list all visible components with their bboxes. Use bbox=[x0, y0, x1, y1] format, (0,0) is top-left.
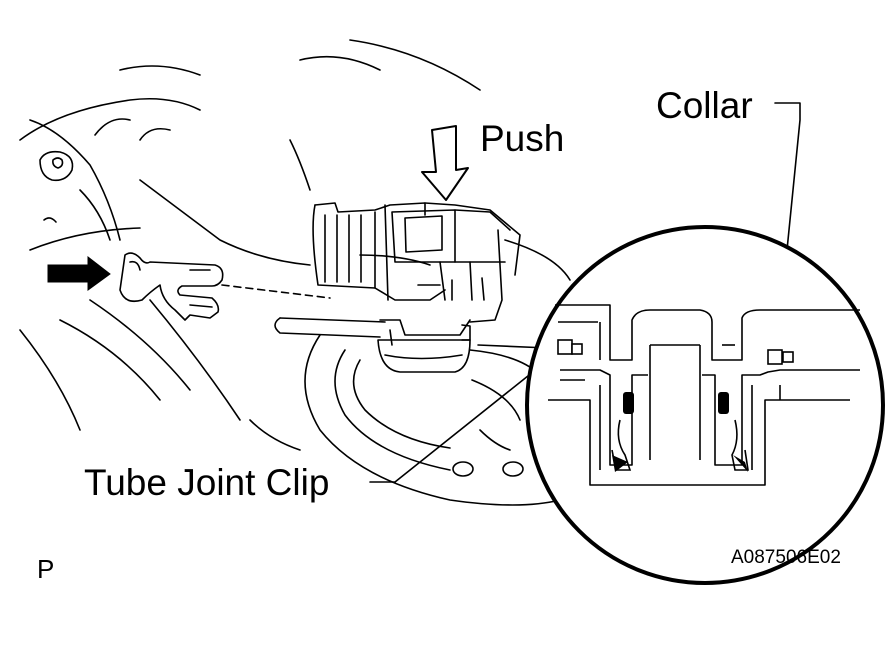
push-label: Push bbox=[480, 118, 565, 159]
tube-joint-clip-part bbox=[119, 252, 224, 321]
tube-connector bbox=[312, 202, 521, 373]
collar-leader bbox=[774, 102, 801, 371]
figure-id-label: A087506E02 bbox=[731, 547, 841, 568]
insert-direction-arrow-icon bbox=[47, 255, 111, 291]
tube-joint-clip-label: Tube Joint Clip bbox=[84, 462, 330, 503]
push-arrow-icon bbox=[421, 125, 469, 201]
detail-magnifier bbox=[525, 225, 885, 585]
insertion-guide bbox=[221, 284, 331, 299]
view-code-label: P bbox=[37, 554, 55, 584]
background-body bbox=[19, 39, 571, 506]
collar-label: Collar bbox=[656, 85, 753, 126]
clip-leader bbox=[369, 351, 559, 483]
fuel-tube bbox=[274, 317, 386, 338]
